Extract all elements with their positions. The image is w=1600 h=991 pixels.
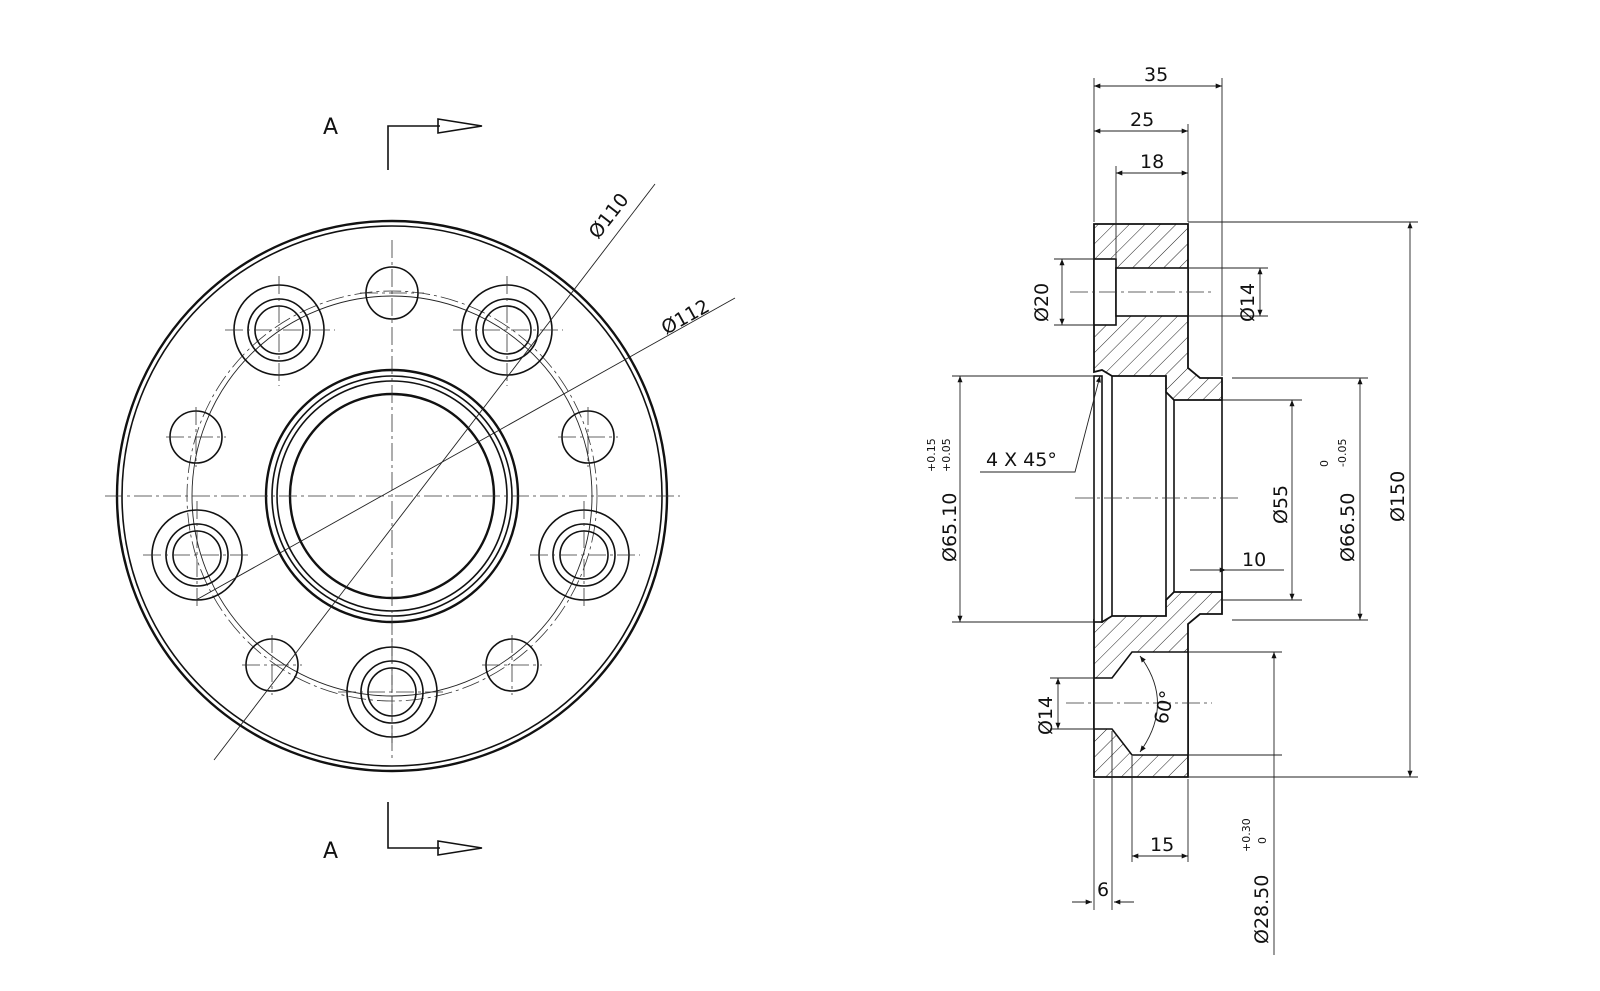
dim-phi65-tol-lower: +0.05 — [940, 438, 953, 472]
dim-phi14-bottom-text: Ø14 — [1035, 696, 1057, 735]
dim-flange-lip: 6 — [1072, 731, 1134, 910]
dim-thru-hole-top: Ø14 — [1188, 267, 1268, 322]
plain-holes — [166, 266, 618, 695]
dim-10-text: 10 — [1242, 549, 1266, 571]
dim-phi66-tol-lower: -0.05 — [1336, 439, 1349, 467]
dim-25-text: 25 — [1130, 109, 1154, 131]
front-view: A A — [105, 115, 736, 864]
dim-chamfer-text: 4 X 45° — [986, 449, 1057, 471]
dim-thru-hole-bottom: Ø14 — [1035, 677, 1094, 735]
counterbored-holes — [143, 276, 640, 746]
section-arrow-top: A — [323, 115, 483, 170]
pcd-110-label: Ø110 — [585, 189, 634, 243]
dim-bore: Ø65.10 +0.15 +0.05 — [925, 375, 1094, 623]
dim-overall-thickness: 35 — [1093, 64, 1223, 376]
dim-phi28-tol-upper: +0.30 — [1240, 818, 1253, 852]
dim-6-text: 6 — [1097, 879, 1109, 901]
dim-phi20-text: Ø20 — [1031, 283, 1053, 322]
dim-phi65-tol-upper: +0.15 — [925, 438, 938, 472]
dim-phi65-text: Ø65.10 — [939, 493, 961, 562]
dim-15-text: 15 — [1150, 834, 1174, 856]
dim-inner-bore: Ø55 — [1222, 399, 1302, 601]
dim-phi14-top-text: Ø14 — [1237, 283, 1259, 322]
dim-phi66-tol-upper: 0 — [1318, 460, 1331, 467]
dim-18-text: 18 — [1140, 151, 1164, 173]
dim-spigot-length: 10 — [1190, 549, 1284, 573]
dim-chamfer: 4 X 45° — [980, 375, 1101, 473]
dim-phi55-text: Ø55 — [1270, 485, 1292, 524]
dim-spigot: Ø66.50 0 -0.05 — [1232, 377, 1368, 621]
dim-phi28-text: Ø28.50 — [1251, 875, 1273, 944]
dim-phi28-tol-lower: 0 — [1256, 837, 1269, 844]
pcd-112-label: Ø112 — [658, 295, 713, 339]
dim-phi150-text: Ø150 — [1387, 471, 1409, 522]
section-arrow-bottom: A — [323, 802, 483, 864]
section-label-bottom: A — [323, 839, 338, 864]
dim-phi66-text: Ø66.50 — [1337, 493, 1359, 562]
section-view: 35 25 18 Ø20 Ø14 — [925, 64, 1418, 955]
section-label-top: A — [323, 115, 338, 140]
dim-countersink-dia: Ø28.50 +0.30 0 — [1188, 651, 1282, 955]
dim-counterbore-dia: Ø20 — [1031, 258, 1094, 326]
dim-counterbore-depth: 18 — [1115, 151, 1188, 258]
dim-outer-dia: Ø150 — [1188, 221, 1418, 778]
dim-35-text: 35 — [1144, 64, 1168, 86]
dim-countersink-depth: 15 — [1131, 756, 1189, 862]
